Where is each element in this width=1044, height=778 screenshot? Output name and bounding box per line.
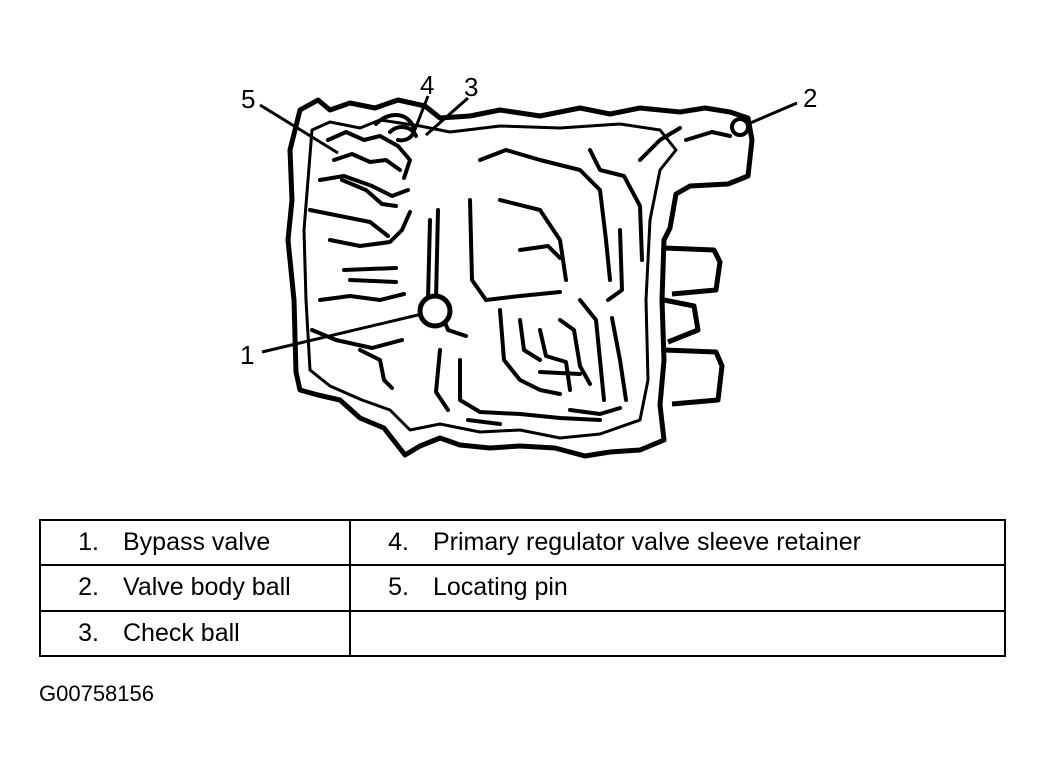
upper-left-cluster [326,113,418,208]
legend-number: 5. [388,573,409,602]
leader-lines [259,95,798,354]
legend-number: 4. [388,528,409,557]
legend-row: 1. Bypass valve 4. Primary regulator valve… [39,518,1006,567]
figure-id: G00758156 [39,681,154,706]
legend-number: 1. [78,528,99,557]
valve-body-diagram: 1 2 3 4 5 [240,70,817,459]
legend-table: 1. Bypass valve 4. Primary regulator valve… [39,518,1006,658]
legend-label: Valve body ball [123,573,291,602]
legend-label: Primary regulator valve sleeve retainer [433,528,861,557]
callout-3: 3 [464,72,478,102]
legend-cell: 5. Locating pin [349,564,1006,612]
legend-cell-empty [349,609,1006,658]
legend-cell: 1. Bypass valve [39,518,351,567]
legend-cell: 3. Check ball [39,609,351,658]
legend-number: 2. [78,573,99,602]
valve-body-ball-circle [730,117,750,137]
callout-1: 1 [240,340,254,370]
bypass-valve-circle [417,293,453,329]
side-bosses [663,245,725,407]
legend-cell: 4. Primary regulator valve sleeve retaine… [349,518,1006,567]
legend-row: 3. Check ball [39,609,1006,658]
legend-label: Bypass valve [123,528,271,557]
callout-4: 4 [420,70,434,100]
callout-5: 5 [241,84,255,114]
legend-number: 3. [78,618,99,647]
legend-cell: 2. Valve body ball [39,564,351,612]
valve-body-outline [285,97,755,459]
legend-label: Check ball [123,618,240,647]
legend-row: 2. Valve body ball 5. Locating pin [39,564,1006,612]
legend-label: Locating pin [433,573,568,602]
fluid-passages [308,126,732,426]
inner-contour [302,118,678,440]
callout-2: 2 [803,83,817,113]
